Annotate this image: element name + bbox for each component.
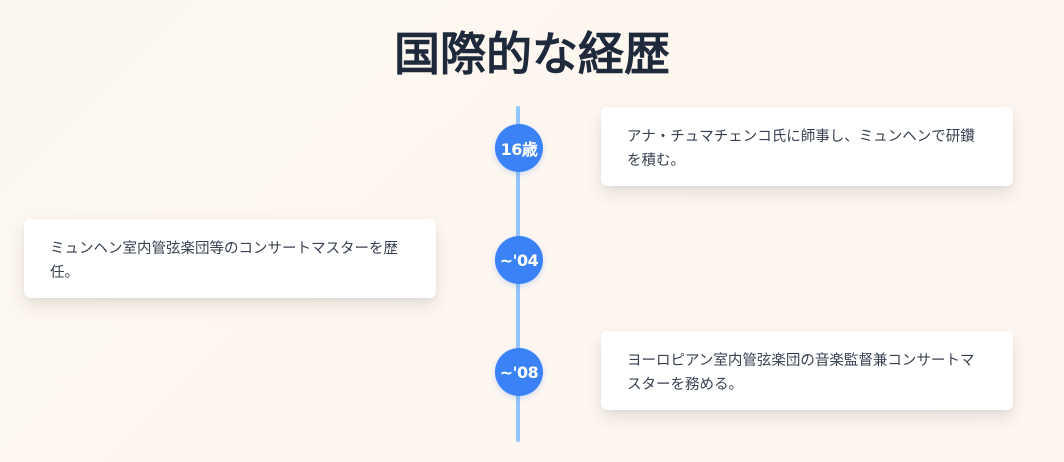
timeline-card-3-text: ヨーロピアン室内管弦楽団の音楽監督兼コンサートマスターを務める。 [627,353,975,393]
timeline-card-2: ミュンヘン室内管弦楽団等のコンサートマスターを歴任。 [24,219,436,298]
page-title: 国際的な経歴 [394,27,670,81]
timeline-marker-08: ~'08 [495,348,543,396]
timeline-card-3: ヨーロピアン室内管弦楽団の音楽監督兼コンサートマスターを務める。 [601,331,1013,410]
timeline-marker-16: 16歳 [495,124,543,172]
timeline-card-1: アナ・チュマチェンコ氏に師事し、ミュンヘンで研鑽を積む。 [601,107,1013,186]
timeline-marker-04: ~'04 [495,236,543,284]
timeline-card-1-text: アナ・チュマチェンコ氏に師事し、ミュンヘンで研鑽を積む。 [627,129,975,169]
timeline-card-2-text: ミュンヘン室内管弦楽団等のコンサートマスターを歴任。 [50,241,398,281]
